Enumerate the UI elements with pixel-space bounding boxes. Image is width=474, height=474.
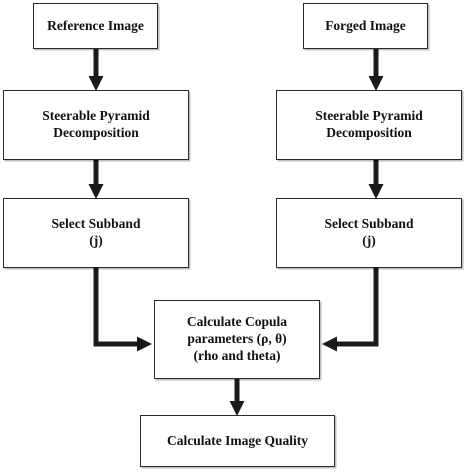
arrow-subband-left-to-copula	[93, 268, 152, 352]
copula-parameters-box: Calculate Copula parameters (ρ, θ) (rho …	[154, 300, 320, 379]
arrow-subband-right-to-copula	[322, 268, 379, 352]
forged-image-box: Forged Image	[303, 3, 428, 49]
steerable-pyramid-right-box: Steerable Pyramid Decomposition	[276, 90, 462, 160]
reference-image-box: Reference Image	[33, 3, 158, 49]
steerable-pyramid-left-box: Steerable Pyramid Decomposition	[3, 90, 189, 160]
select-subband-left-box: Select Subband (j)	[3, 198, 189, 268]
select-subband-right-box: Select Subband (j)	[276, 198, 462, 268]
image-quality-box: Calculate Image Quality	[140, 415, 335, 467]
